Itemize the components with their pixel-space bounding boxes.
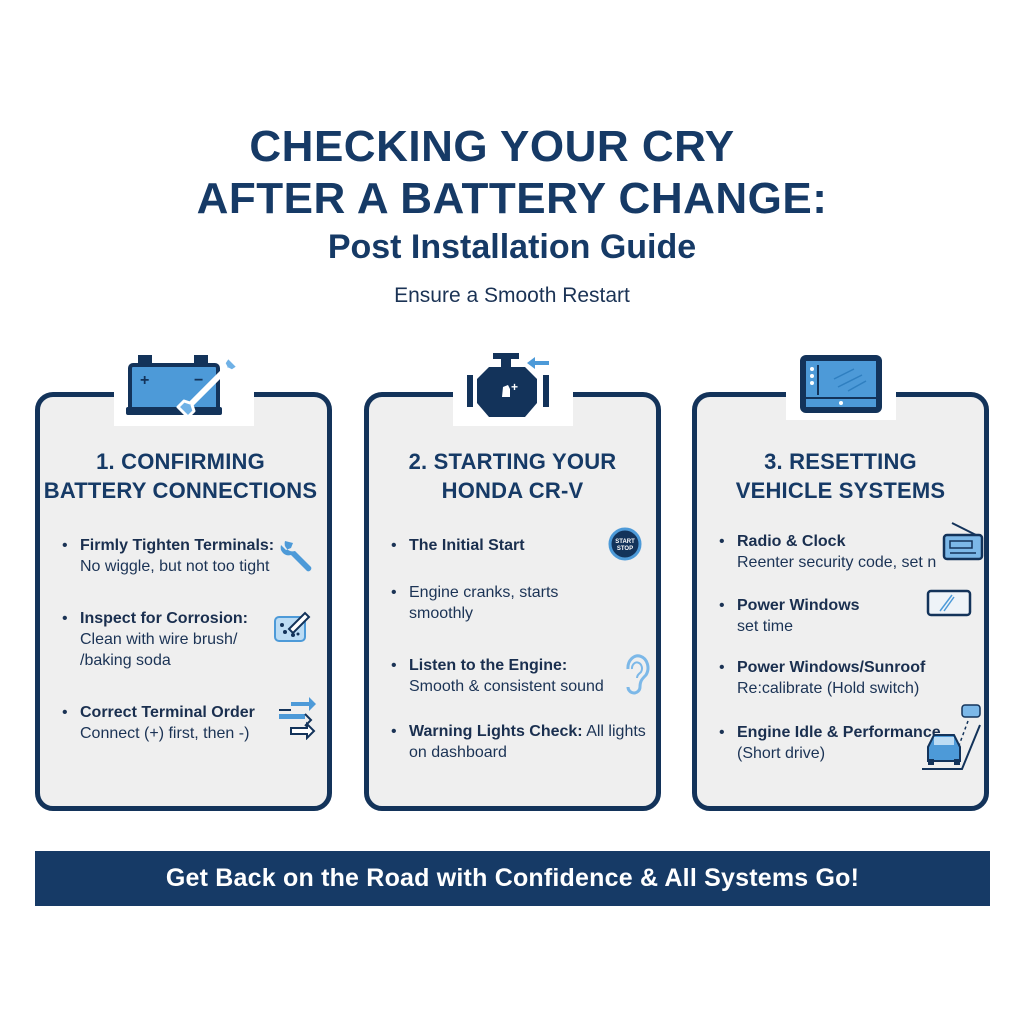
- item-description: set time: [737, 618, 794, 635]
- bullet: •: [62, 537, 68, 554]
- item-heading: Engine Idle & Performance: [737, 724, 941, 741]
- bullet: •: [719, 659, 725, 676]
- list-item: • Engine Idle & Performance (Short drive…: [715, 722, 972, 764]
- bullet: •: [391, 723, 397, 740]
- card-title-line-2: VEHICLE SYSTEMS: [735, 478, 946, 503]
- card-title: 1. CONFIRMING BATTERY CONNECTIONS: [34, 447, 327, 505]
- item-heading: Radio & Clock: [737, 533, 846, 550]
- bullet: •: [391, 584, 397, 601]
- svg-text:−: −: [194, 372, 203, 389]
- card-title-line-2: HONDA CR-V: [441, 478, 584, 503]
- start-button-icon: START STOP: [608, 527, 642, 566]
- item-description: Connect (+) first, then -): [80, 725, 250, 742]
- car-road-icon: [920, 701, 982, 776]
- card-title-line-1: 1. CONFIRMING: [96, 449, 265, 474]
- item-heading: The Initial Start: [409, 537, 525, 554]
- list-item: • The Initial Start START STOP: [387, 527, 644, 561]
- item-description: Reenter security code, set n: [737, 554, 937, 571]
- footer-banner: Get Back on the Road with Confidence & A…: [35, 851, 990, 906]
- item-description: Engine cranks, starts smoothly: [409, 584, 559, 622]
- bullet: •: [719, 724, 725, 741]
- bullet: •: [62, 610, 68, 627]
- title-line-2: AFTER A BATTERY CHANGE:: [196, 174, 828, 223]
- item-description: Re:calibrate (Hold switch): [737, 680, 920, 697]
- bullet: •: [391, 537, 397, 554]
- arrows-order-icon: [277, 696, 317, 745]
- item-heading: Inspect for Corrosion:: [80, 610, 249, 627]
- list-item: • Correct Terminal Order Connect (+) fir…: [58, 697, 316, 744]
- subtitle: Post Installation Guide: [327, 228, 697, 266]
- item-description: Clean with wire brush/ /baking soda: [80, 631, 238, 669]
- bullet: •: [391, 657, 397, 674]
- card-title-line-1: 2. STARTING YOUR: [408, 449, 617, 474]
- svg-text:START: START: [615, 539, 635, 545]
- item-description: No wiggle, but not too tight: [80, 558, 270, 575]
- footer-text: Get Back on the Road with Confidence & A…: [165, 864, 860, 892]
- battery-wrench-icon: + −: [113, 351, 254, 426]
- title-line-1: CHECKING YOUR CRY: [249, 122, 735, 171]
- card-battery-connections: + − 1. CONFIRMING BATTERY CONNECTIONS • …: [34, 351, 332, 811]
- list-item: • Power Windows set time: [715, 589, 972, 637]
- card-resetting-systems: 3. RESETTING VEHICLE SYSTEMS • Radio & C…: [692, 351, 989, 811]
- list-item: • Power Windows/Sunroof Re:calibrate (Ho…: [715, 657, 972, 699]
- card-title-line-2: BATTERY CONNECTIONS: [43, 478, 318, 503]
- card-title-line-1: 3. RESETTING: [764, 449, 917, 474]
- window-icon: [926, 587, 972, 624]
- bullet: •: [719, 533, 725, 550]
- item-heading: Warning Lights Check:: [409, 723, 583, 740]
- list-item: • Radio & Clock Reenter security code, s…: [715, 522, 984, 573]
- list-item: • Firmly Tighten Terminals: No wiggle, b…: [58, 535, 315, 577]
- svg-text:+: +: [140, 372, 149, 389]
- bullet: •: [719, 597, 725, 614]
- item-heading: Power Windows: [737, 597, 860, 614]
- card-starting-crv: + 2. STARTING YOUR HONDA CR-V • The Init…: [364, 351, 661, 811]
- item-description: All lights on dashboard: [409, 723, 646, 761]
- radio-icon: [942, 519, 984, 568]
- tablet-display-icon: [785, 351, 896, 420]
- item-description: (Short drive): [737, 745, 826, 762]
- card-title: 3. RESETTING VEHICLE SYSTEMS: [697, 447, 984, 505]
- svg-text:STOP: STOP: [617, 546, 633, 552]
- list-item: • Warning Lights Check: All lights on da…: [387, 721, 658, 763]
- list-item: • Inspect for Corrosion: Clean with wire…: [58, 608, 255, 671]
- tagline: Ensure a Smooth Restart: [394, 284, 630, 307]
- bullet: •: [62, 704, 68, 721]
- svg-text:+: +: [511, 380, 518, 394]
- item-heading: Listen to the Engine:: [409, 657, 568, 674]
- list-item: • Engine cranks, starts smoothly: [387, 582, 564, 624]
- wrench-icon: [277, 535, 317, 580]
- brush-cleaning-icon: [273, 607, 313, 652]
- item-heading: Firmly Tighten Terminals:: [80, 537, 275, 554]
- item-heading: Correct Terminal Order: [80, 704, 255, 721]
- engine-icon: +: [452, 351, 573, 426]
- card-title: 2. STARTING YOUR HONDA CR-V: [369, 447, 656, 505]
- item-description: Smooth & consistent sound: [409, 678, 604, 695]
- item-heading: Power Windows/Sunroof: [737, 659, 926, 676]
- ear-icon: [620, 651, 650, 700]
- list-item: • Listen to the Engine: Smooth & consist…: [387, 654, 650, 697]
